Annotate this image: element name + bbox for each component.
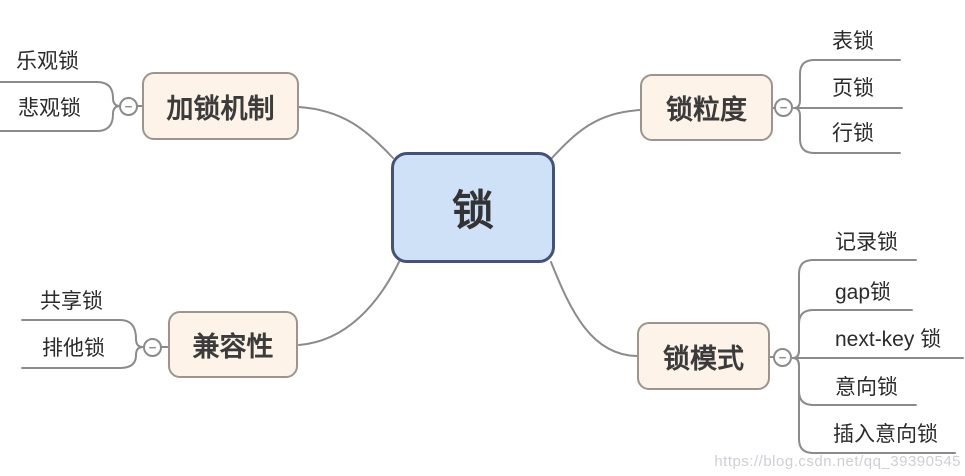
branch-topic-compatibility[interactable]: 兼容性 [168,311,298,378]
collapse-button-lock-mode[interactable]: − [773,348,792,367]
underline-shared-lock [21,319,144,348]
underline-insert-intention-lock [792,357,956,454]
child-topic-exclusive-lock[interactable]: 排他锁 [42,337,105,360]
root-topic-lock[interactable]: 锁 [391,152,555,263]
child-topic-shared-lock[interactable]: 共享锁 [40,290,103,313]
child-topic-record-lock[interactable]: 记录锁 [835,231,898,254]
underline-optimistic-lock [0,81,121,107]
branch-topic-lock-granularity[interactable]: 锁粒度 [640,74,773,141]
collapse-button-compatibility[interactable]: − [143,338,162,357]
connector-root-locking-mechanism [298,106,394,159]
child-topic-table-lock[interactable]: 表锁 [832,30,874,53]
branch-topic-locking-mechanism[interactable]: 加锁机制 [142,72,299,140]
child-topic-pessimistic-lock[interactable]: 悲观锁 [18,97,81,120]
connector-root-lock-granularity [551,109,642,159]
child-topic-optimistic-lock[interactable]: 乐观锁 [16,50,79,73]
child-topic-insert-intention-lock[interactable]: 插入意向锁 [833,423,938,446]
underline-pessimistic-lock [0,105,121,132]
underline-exclusive-lock [21,346,144,369]
underline-row-lock [793,107,901,154]
child-topic-next-key-lock[interactable]: next-key 锁 [835,328,942,351]
child-topic-intention-lock[interactable]: 意向锁 [835,376,898,399]
collapse-button-locking-mechanism[interactable]: − [119,97,138,116]
connector-root-compatibility [298,261,400,346]
branch-topic-lock-mode[interactable]: 锁模式 [637,322,770,390]
child-topic-gap-lock[interactable]: gap锁 [835,281,892,304]
connector-root-lock-mode [550,261,639,357]
child-topic-page-lock[interactable]: 页锁 [832,77,874,100]
child-topic-row-lock[interactable]: 行锁 [832,122,874,145]
collapse-button-lock-granularity[interactable]: − [774,98,793,117]
